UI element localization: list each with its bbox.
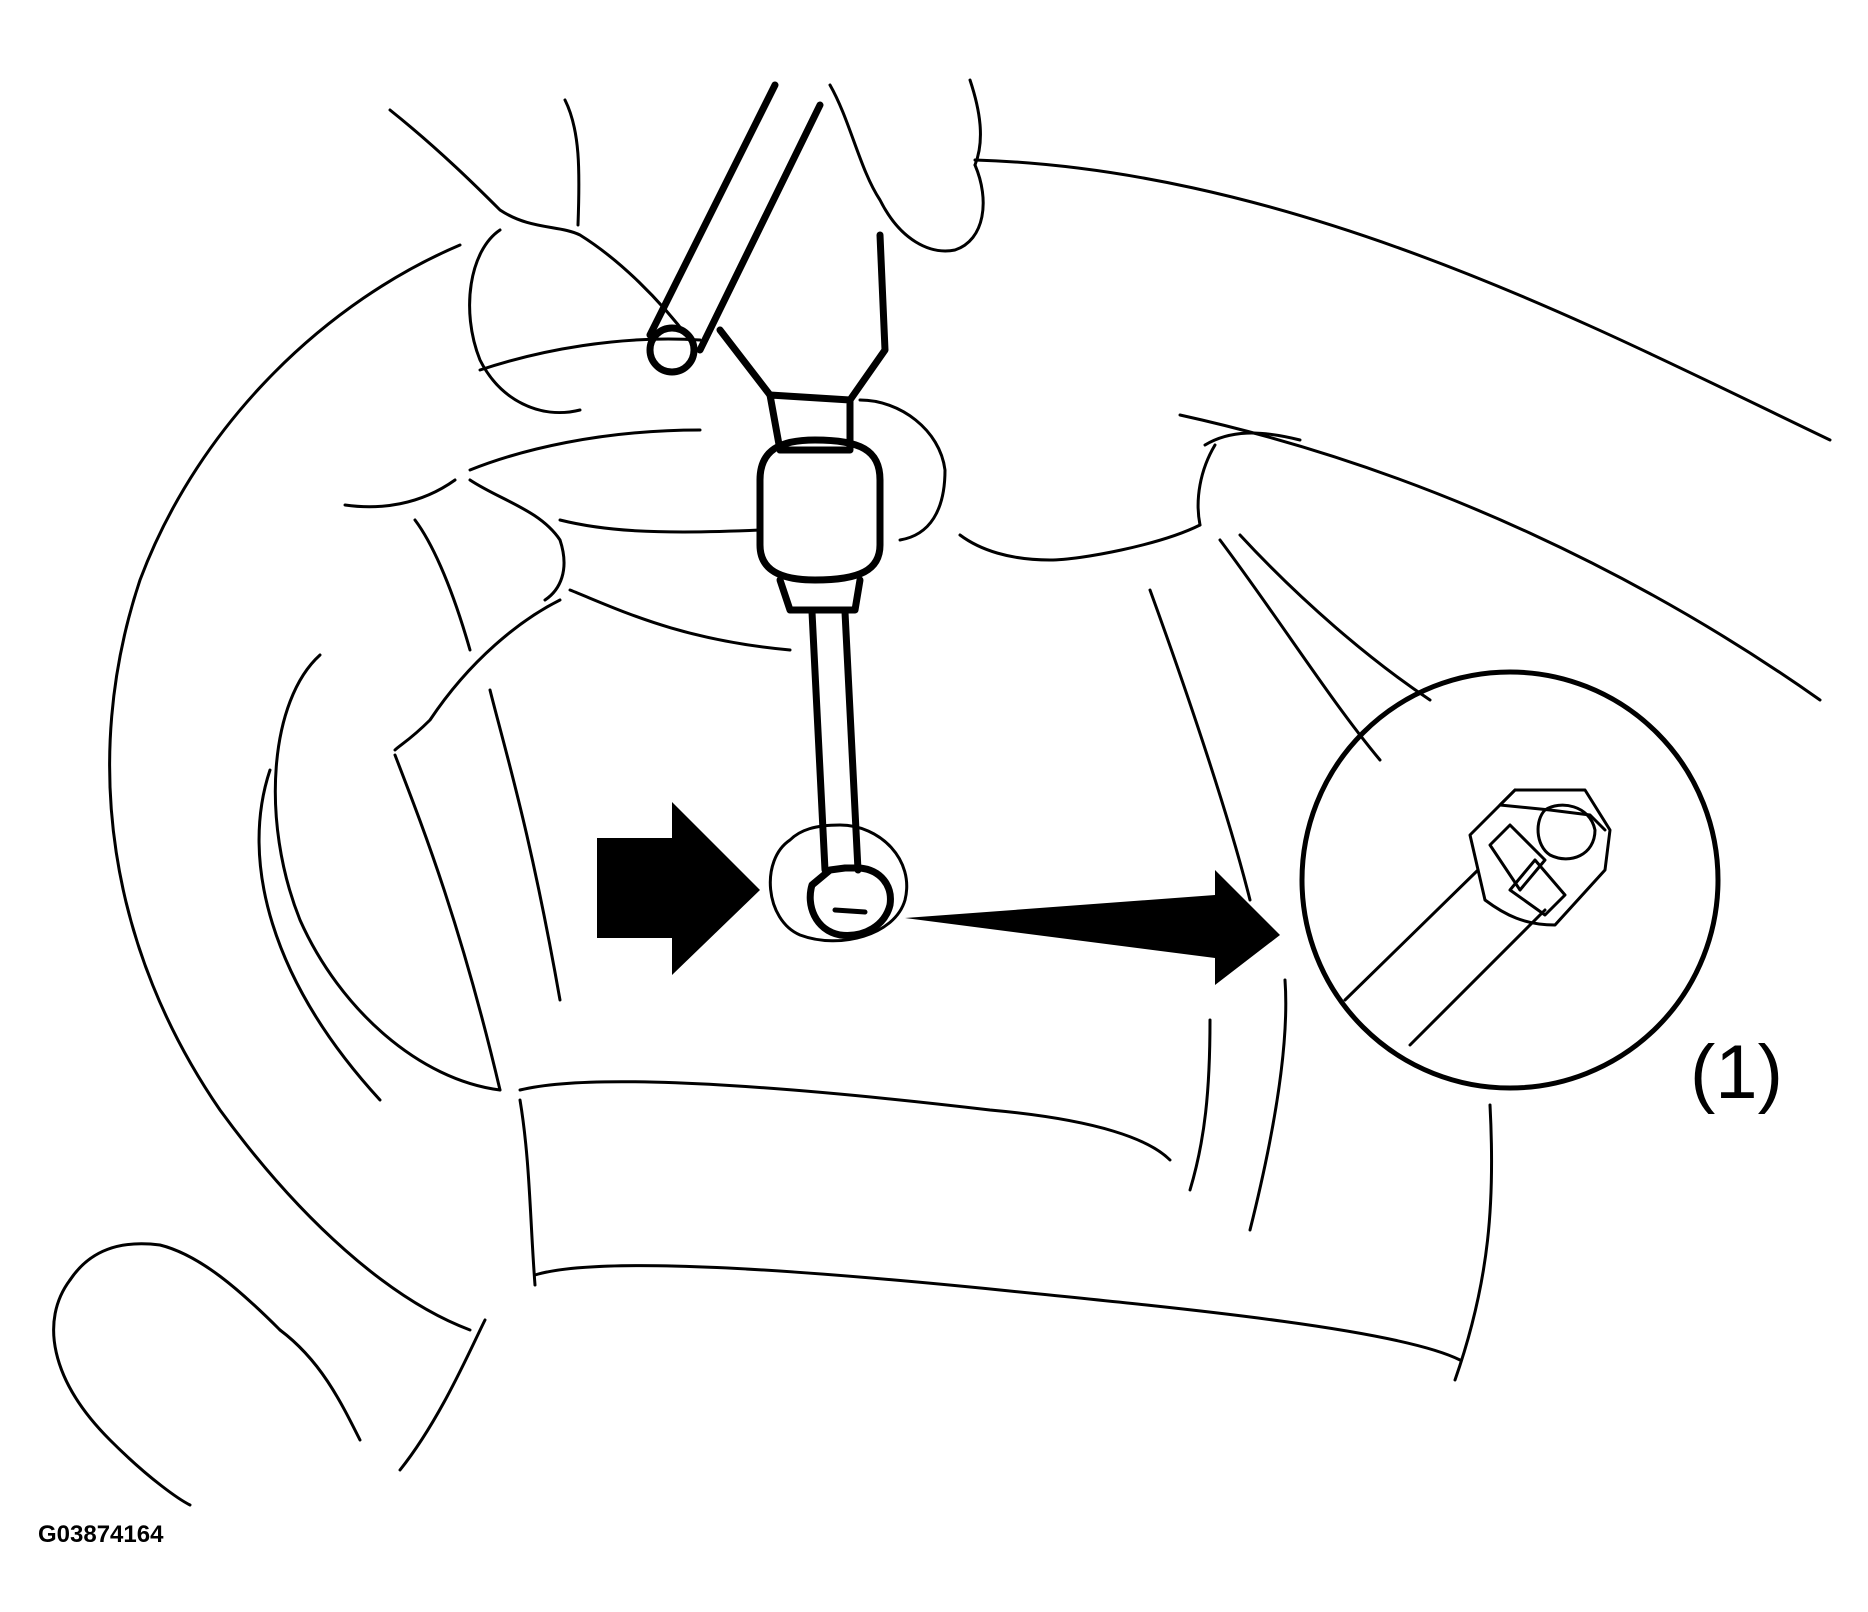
fastener (768, 823, 909, 943)
figure-code: G03874164 (38, 1521, 164, 1548)
direction-arrow-icon (905, 870, 1280, 985)
magnified-detail-icon (1299, 669, 1721, 1091)
screwdriver-icon (646, 81, 889, 874)
callout-label: (1) (1690, 1030, 1783, 1115)
gloved-hand (52, 78, 1432, 1507)
push-arrow-icon (597, 802, 760, 975)
component-body (108, 158, 1832, 1472)
